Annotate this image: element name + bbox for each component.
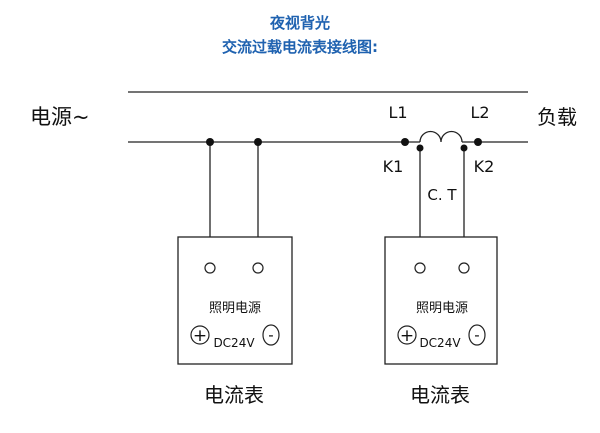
power-source-label: 电源~ [30,105,90,129]
junction-dot-l1 [401,138,409,146]
meter-2-plus-sign: + [400,326,414,346]
meter-2-name: 电流表 [410,383,470,407]
meter-2-minus-circle [468,324,486,346]
meter-2-plus-circle [397,325,417,345]
meter-1: 照明电源 + DC24V - 电流表 [177,236,293,407]
meter-1-voltage: DC24V [213,336,255,350]
meter-1-inner-label: 照明电源 [209,301,261,316]
junction-dot-k2 [460,144,468,152]
meter-2-voltage: DC24V [419,336,461,350]
meter-1-name: 电流表 [204,383,264,407]
l2-label: L2 [470,103,489,122]
meter-2-inner-label: 照明电源 [416,301,468,316]
k1-label: K1 [383,157,404,176]
junction-dot-1 [206,138,214,146]
meter-1-terminal-left [204,262,216,274]
ct-coil [419,130,463,143]
meter-2: 照明电源 + DC24V - 电流表 [384,236,498,407]
meter-1-terminal-right [252,262,264,274]
meter-2-minus-sign: - [474,326,479,344]
load-label: 负载 [537,105,577,129]
junction-dot-l2 [474,138,482,146]
k2-label: K2 [474,157,495,176]
l1-label: L1 [388,103,407,122]
junction-dot-2 [254,138,262,146]
meter-2-terminal-left [414,262,426,274]
junction-dot-k1 [416,144,424,152]
meter-1-minus-circle [262,324,280,346]
diagram-title-line1: 夜视背光 [269,14,330,32]
meter-1-minus-sign: - [268,326,273,344]
diagram-title-line2: 交流过载电流表接线图: [222,38,378,56]
ct-label: C. T [427,186,457,204]
meter-2-terminal-right [458,262,470,274]
meter-1-plus-circle [190,325,210,345]
meter-1-plus-sign: + [193,326,207,346]
